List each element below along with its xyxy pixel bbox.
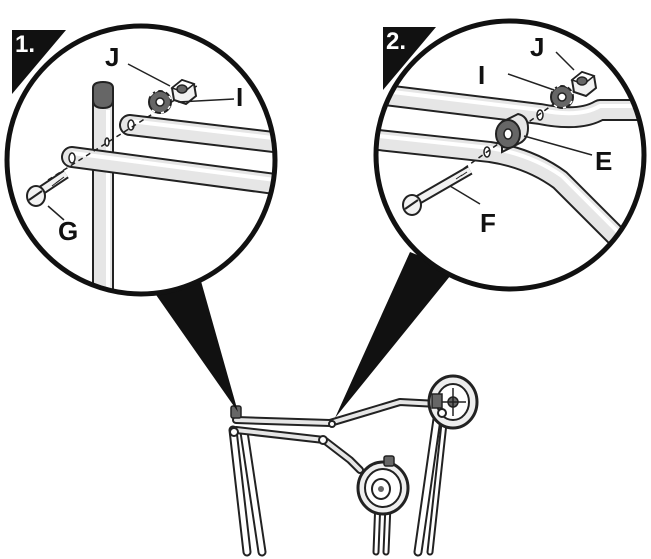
part-label-j: J [105, 42, 119, 72]
nut-j [170, 78, 198, 106]
part-label-i: I [478, 60, 485, 90]
part-label-i: I [236, 82, 243, 112]
detail-step-2: 2. J I E F [373, 18, 647, 292]
joint-bolt [229, 427, 239, 437]
rear-wheel [427, 374, 479, 430]
part-label-g: G [58, 216, 78, 246]
step-number: 2. [386, 28, 406, 55]
left-leg [228, 425, 267, 557]
spacer-e [495, 112, 530, 154]
handle-assembly-overview [228, 374, 479, 557]
part-label-e: E [595, 146, 612, 176]
front-wheel [356, 455, 410, 516]
callout-pointer-1 [140, 260, 238, 412]
step-badge-2 [383, 27, 436, 90]
step-number: 1. [15, 31, 35, 58]
crossbar [232, 398, 442, 474]
lock-washer-i [148, 89, 172, 114]
lock-washer-i [550, 84, 574, 109]
joint-bolt [328, 420, 336, 428]
joint-bolt [318, 435, 328, 445]
callout-pointer-2 [335, 252, 455, 418]
part-label-j: J [530, 32, 544, 62]
bolt-f [402, 165, 473, 216]
nut-j [570, 70, 598, 98]
detail-step-1: 1. J I G [4, 23, 278, 297]
bolt-g [26, 169, 69, 207]
step-badge-1 [12, 30, 66, 94]
part-label-f: F [480, 208, 496, 238]
